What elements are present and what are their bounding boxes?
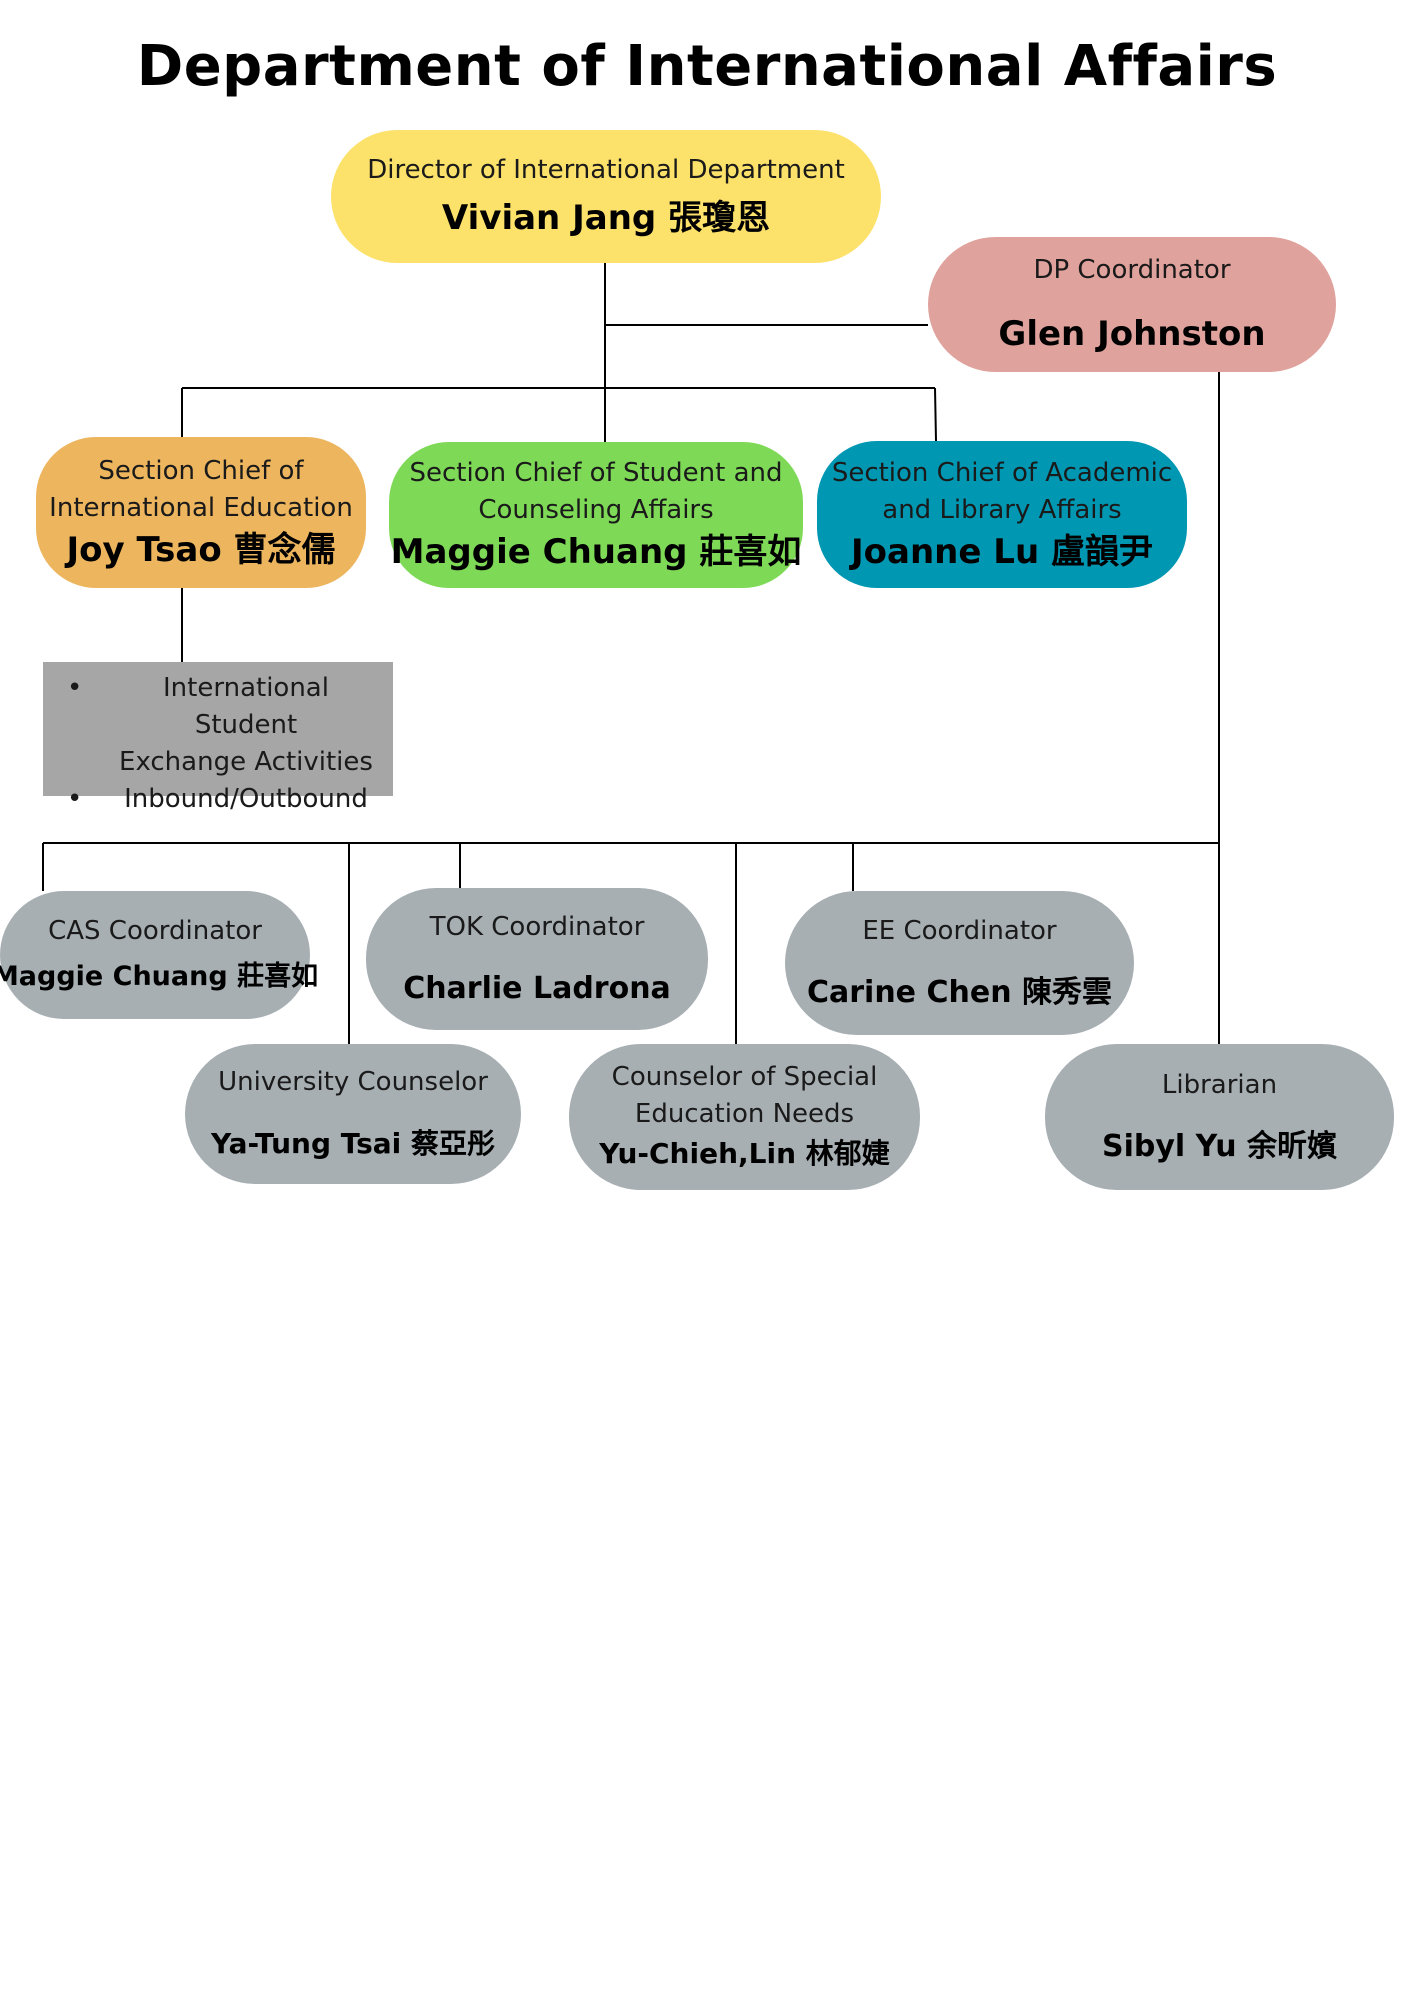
duty-item1-line1: International Student	[163, 673, 329, 740]
dp-coordinator-role: DP Coordinator	[1033, 255, 1231, 285]
academic-library-chief-node: Section Chief of Academic and Library Af…	[817, 441, 1187, 588]
duty-item1-line2: Exchange Activities	[119, 747, 373, 777]
tok-coordinator-name: Charlie Ladrona	[403, 970, 671, 1006]
special-education-counselor-node: Counselor of Special Education Needs Yu-…	[569, 1044, 920, 1190]
academic-library-name: Joanne Lu 盧韻尹	[851, 531, 1153, 572]
librarian-node: Librarian Sibyl Yu 余昕嬪	[1045, 1044, 1394, 1190]
student-counseling-name: Maggie Chuang 莊喜如	[390, 532, 802, 572]
special-education-role-line1: Counselor of Special	[611, 1062, 878, 1092]
special-education-name: Yu-Chieh,Lin 林郁婕	[599, 1137, 890, 1170]
tok-coordinator-role: TOK Coordinator	[429, 911, 645, 942]
ee-coordinator-name: Carine Chen 陳秀雲	[806, 974, 1112, 1010]
director-name: Vivian Jang 張瓊恩	[441, 198, 771, 238]
bullet-icon: •	[67, 784, 83, 814]
cas-coordinator-node: CAS Coordinator Maggie Chuang 莊喜如	[0, 891, 318, 1019]
student-counseling-role-line1: Section Chief of Student and	[409, 458, 783, 488]
duties-list: • International Student Exchange Activit…	[57, 670, 383, 818]
page-title: Department of International Affairs	[136, 34, 1278, 99]
special-education-role-line2: Education Needs	[634, 1099, 855, 1129]
intl-education-duties-box: • International Student Exchange Activit…	[43, 662, 393, 814]
librarian-role: Librarian	[1161, 1069, 1278, 1100]
duty-item2: Inbound/Outbound	[124, 784, 368, 814]
librarian-name: Sibyl Yu 余昕嬪	[1102, 1128, 1337, 1164]
academic-library-role-line2: and Library Affairs	[882, 494, 1122, 525]
university-counselor-role: University Counselor	[218, 1066, 488, 1097]
academic-library-role-line1: Section Chief of Academic	[831, 457, 1173, 488]
tok-coordinator-node: TOK Coordinator Charlie Ladrona	[366, 888, 708, 1030]
dp-coordinator-node: DP Coordinator Glen Johnston	[928, 237, 1336, 372]
dp-coordinator-name: Glen Johnston	[998, 314, 1266, 354]
ee-coordinator-role: EE Coordinator	[862, 915, 1057, 946]
student-counseling-role-line2: Counseling Affairs	[478, 495, 714, 525]
connector-academic	[934, 387, 937, 442]
intl-education-role-line1: Section Chief of	[98, 455, 304, 486]
student-counseling-chief-node: Section Chief of Student and Counseling …	[389, 442, 803, 588]
intl-education-name: Joy Tsao 曹念儒	[66, 529, 336, 570]
university-counselor-node: University Counselor Ya-Tung Tsai 蔡亞彤	[185, 1044, 521, 1184]
university-counselor-name: Ya-Tung Tsai 蔡亞彤	[210, 1126, 496, 1160]
cas-coordinator-role: CAS Coordinator	[48, 915, 262, 946]
director-role: Director of International Department	[367, 155, 845, 185]
cas-coordinator-name: Maggie Chuang 莊喜如	[0, 960, 319, 992]
duty-item: • Inbound/Outbound	[57, 781, 383, 818]
intl-education-role-line2: International Education	[49, 492, 353, 523]
director-node: Director of International Department Viv…	[331, 130, 881, 263]
bullet-icon: •	[67, 673, 83, 703]
intl-education-chief-node: Section Chief of International Education…	[36, 437, 366, 588]
duty-item: • International Student Exchange Activit…	[57, 670, 383, 781]
ee-coordinator-node: EE Coordinator Carine Chen 陳秀雲	[785, 891, 1134, 1035]
